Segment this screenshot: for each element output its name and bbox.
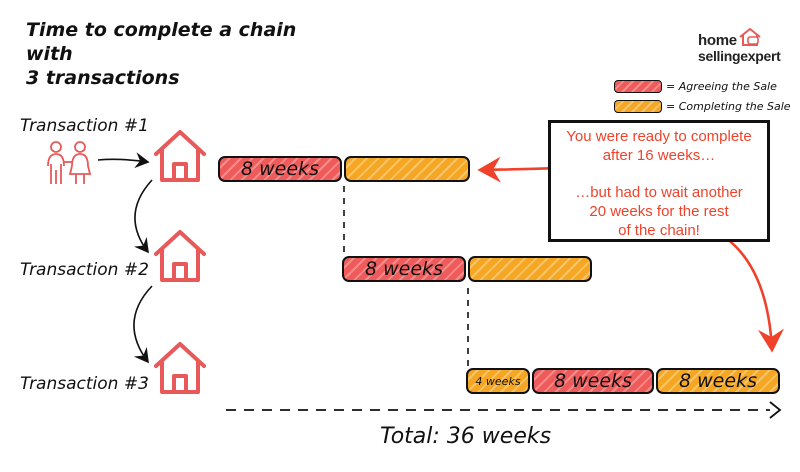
t3-completing-bar: 8 weeks	[656, 368, 780, 394]
callout-line: …but had to wait another	[575, 184, 743, 201]
t3-completing-short-bar: 4 weeks	[466, 368, 530, 394]
transaction-1-label: Transaction #1	[20, 116, 149, 136]
timeline-arrowhead	[769, 401, 782, 419]
callout-paragraph-2: …but had to wait another 20 weeks for th…	[551, 183, 767, 240]
logo-house-icon	[739, 27, 761, 46]
callout-line: of the chain!	[618, 222, 700, 239]
brand-logo: home sellingexpert	[698, 26, 790, 68]
t3-agreeing-bar: 8 weeks	[532, 368, 654, 394]
t2-agreeing-bar: 8 weeks	[342, 256, 466, 282]
house1-to-house2-arrow	[133, 179, 153, 254]
logo-text-sellingexpert: sellingexpert	[698, 48, 781, 64]
transaction-2-label: Transaction #2	[20, 260, 149, 280]
callout-box: You were ready to complete after 16 week…	[548, 120, 770, 242]
couple-icon	[47, 141, 92, 184]
callout-arrow-to-t3	[725, 236, 784, 353]
callout-line: You were ready to complete	[566, 128, 752, 145]
t1-agreeing-bar: 8 weeks	[218, 156, 342, 182]
house-icon	[154, 230, 206, 282]
legend-item-agreeing: = Agreeing the Sale	[614, 78, 777, 94]
callout-line: 20 weeks for the rest	[589, 203, 729, 220]
total-duration: Total: 36 weeks	[380, 424, 552, 449]
callout-line: after 16 weeks…	[602, 147, 716, 164]
legend-swatch-orange	[614, 99, 662, 113]
diagram-title: Time to complete a chain with 3 transact…	[26, 18, 346, 90]
transaction-3-label: Transaction #3	[20, 374, 149, 394]
house2-to-house3-arrow	[133, 285, 153, 364]
legend-label: = Completing the Sale	[666, 99, 791, 113]
title-line-2: 3 transactions	[26, 67, 180, 89]
callout-paragraph-1: You were ready to complete after 16 week…	[551, 127, 767, 165]
house-icon	[154, 130, 206, 182]
t2-completing-bar	[468, 256, 592, 282]
legend-item-completing: = Completing the Sale	[614, 98, 791, 114]
logo-text-home: home	[698, 32, 737, 49]
legend-swatch-red	[614, 79, 662, 93]
house-icon	[154, 342, 206, 394]
people-to-house-arrow	[97, 152, 150, 169]
title-line-1: Time to complete a chain with	[26, 19, 297, 65]
t1-completing-bar	[344, 156, 470, 182]
legend-label: = Agreeing the Sale	[666, 79, 777, 93]
